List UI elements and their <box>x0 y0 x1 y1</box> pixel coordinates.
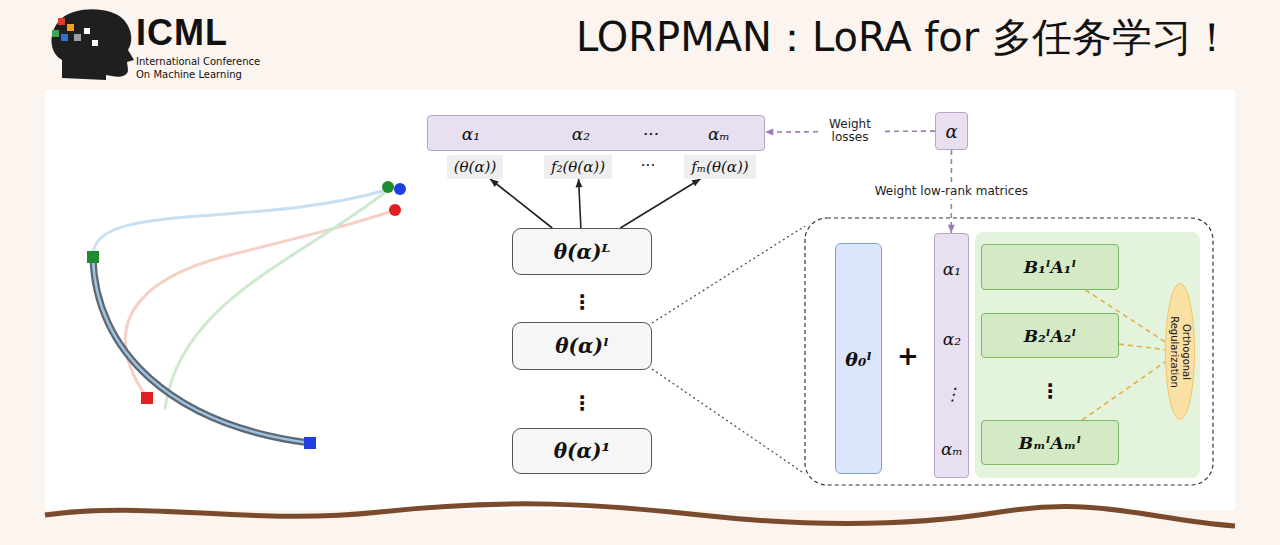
diagram-box: α <box>935 112 968 150</box>
logo-square <box>92 40 98 46</box>
node-text: f₂(θ(α)) <box>551 158 605 176</box>
start-marker <box>304 437 316 449</box>
diagram-box: θ(α)ˡ <box>512 322 652 370</box>
ellipsis-mark: ··· <box>641 157 655 175</box>
diagram-box: α₁ α₂ ··· αₘ <box>427 115 765 151</box>
connector <box>620 179 700 228</box>
node-text: BₘˡAₘˡ <box>1019 433 1081 453</box>
zoom-region <box>805 218 1213 485</box>
ellipsis-mark: + <box>897 341 919 371</box>
logo-square <box>84 28 90 34</box>
trajectory-plot <box>87 181 406 449</box>
node-text: Orthogonal Regularization <box>1169 291 1192 412</box>
zoom-line <box>652 369 805 474</box>
ellipsis-mark: ⋮ <box>1040 379 1060 403</box>
trajectory <box>93 257 310 443</box>
node-text: α₂ <box>943 329 961 349</box>
diagram-box: f₂(θ(α)) <box>544 155 612 179</box>
node-text: (θ(α)) <box>454 158 497 176</box>
ellipsis-mark: ⋮ <box>572 391 592 415</box>
node-text: α₁ <box>943 259 961 279</box>
lora-region <box>975 232 1200 478</box>
start-marker <box>87 251 99 263</box>
node-text: θ₀ˡ <box>845 348 872 370</box>
end-dot <box>382 181 394 193</box>
node-text: αₘ <box>708 124 730 144</box>
diagram-box: B₂ˡA₂ˡ <box>981 313 1119 358</box>
end-dot <box>394 183 406 195</box>
node-text: θ(α)¹ <box>554 439 610 463</box>
arrow-head <box>765 128 773 135</box>
node-text: θ(α)ˡ <box>555 334 609 358</box>
ellipse-shape <box>1166 284 1195 420</box>
connector <box>1119 344 1165 350</box>
trajectory <box>125 210 395 398</box>
trajectory <box>165 190 388 408</box>
node-text: ··· <box>643 124 659 144</box>
node-text: B₂ˡA₂ˡ <box>1024 326 1076 346</box>
page-title: LORPMAN：LoRA for 多任务学习！ <box>576 10 1232 65</box>
diagram-box: BₘˡAₘˡ <box>981 420 1119 465</box>
arrow-head <box>691 179 700 186</box>
ellipsis-mark: ⋮ <box>572 290 592 314</box>
logo-text: On Machine Learning <box>136 69 242 80</box>
diagram-box: fₘ(θ(α)) <box>684 155 755 179</box>
head-silhouette <box>52 9 135 80</box>
arrow-head <box>948 225 955 233</box>
logo-text: International Conference <box>136 56 260 67</box>
connector <box>490 179 552 228</box>
node-text: αₘ <box>941 439 963 459</box>
regularizer-ellipse: Orthogonal Regularization <box>1165 283 1195 420</box>
node-text: fₘ(θ(α)) <box>691 158 748 176</box>
node-text: B₁ˡA₁ˡ <box>1024 257 1076 277</box>
arrow-head <box>490 179 499 187</box>
logo-square <box>58 18 65 25</box>
diagram-box: α₁ α₂ ⋮ αₘ <box>934 233 969 478</box>
logo-square <box>61 34 68 41</box>
node-text: α₂ <box>572 124 590 144</box>
edge-label: Weight losses <box>818 117 882 147</box>
diagram-box: θ₀ˡ <box>835 243 882 474</box>
wavy-rule <box>45 504 1235 526</box>
node-text: ⋮ <box>944 384 961 404</box>
trajectory <box>93 257 310 443</box>
logo-square <box>52 30 59 37</box>
logo-text: ICML <box>136 12 228 54</box>
node-text: α <box>945 121 957 142</box>
edge-label: Weight low-rank matrices <box>872 184 1031 200</box>
zoom-line <box>652 226 805 323</box>
start-marker <box>141 392 153 404</box>
node-text: θ(α)ᴸ <box>554 240 611 264</box>
logo-square <box>67 24 74 31</box>
diagram-box: B₁ˡA₁ˡ <box>981 244 1119 290</box>
logo-square <box>74 34 81 41</box>
end-dot <box>389 204 401 216</box>
logo-head <box>52 9 135 80</box>
connector <box>1082 362 1165 420</box>
diagram-box: θ(α)ᴸ <box>512 228 652 275</box>
diagram-box: (θ(α)) <box>447 155 504 179</box>
diagram-box: θ(α)¹ <box>512 428 652 474</box>
panel <box>45 90 1235 510</box>
trajectory <box>93 189 390 257</box>
node-text: α₁ <box>462 124 480 144</box>
arrow-head <box>575 179 582 187</box>
